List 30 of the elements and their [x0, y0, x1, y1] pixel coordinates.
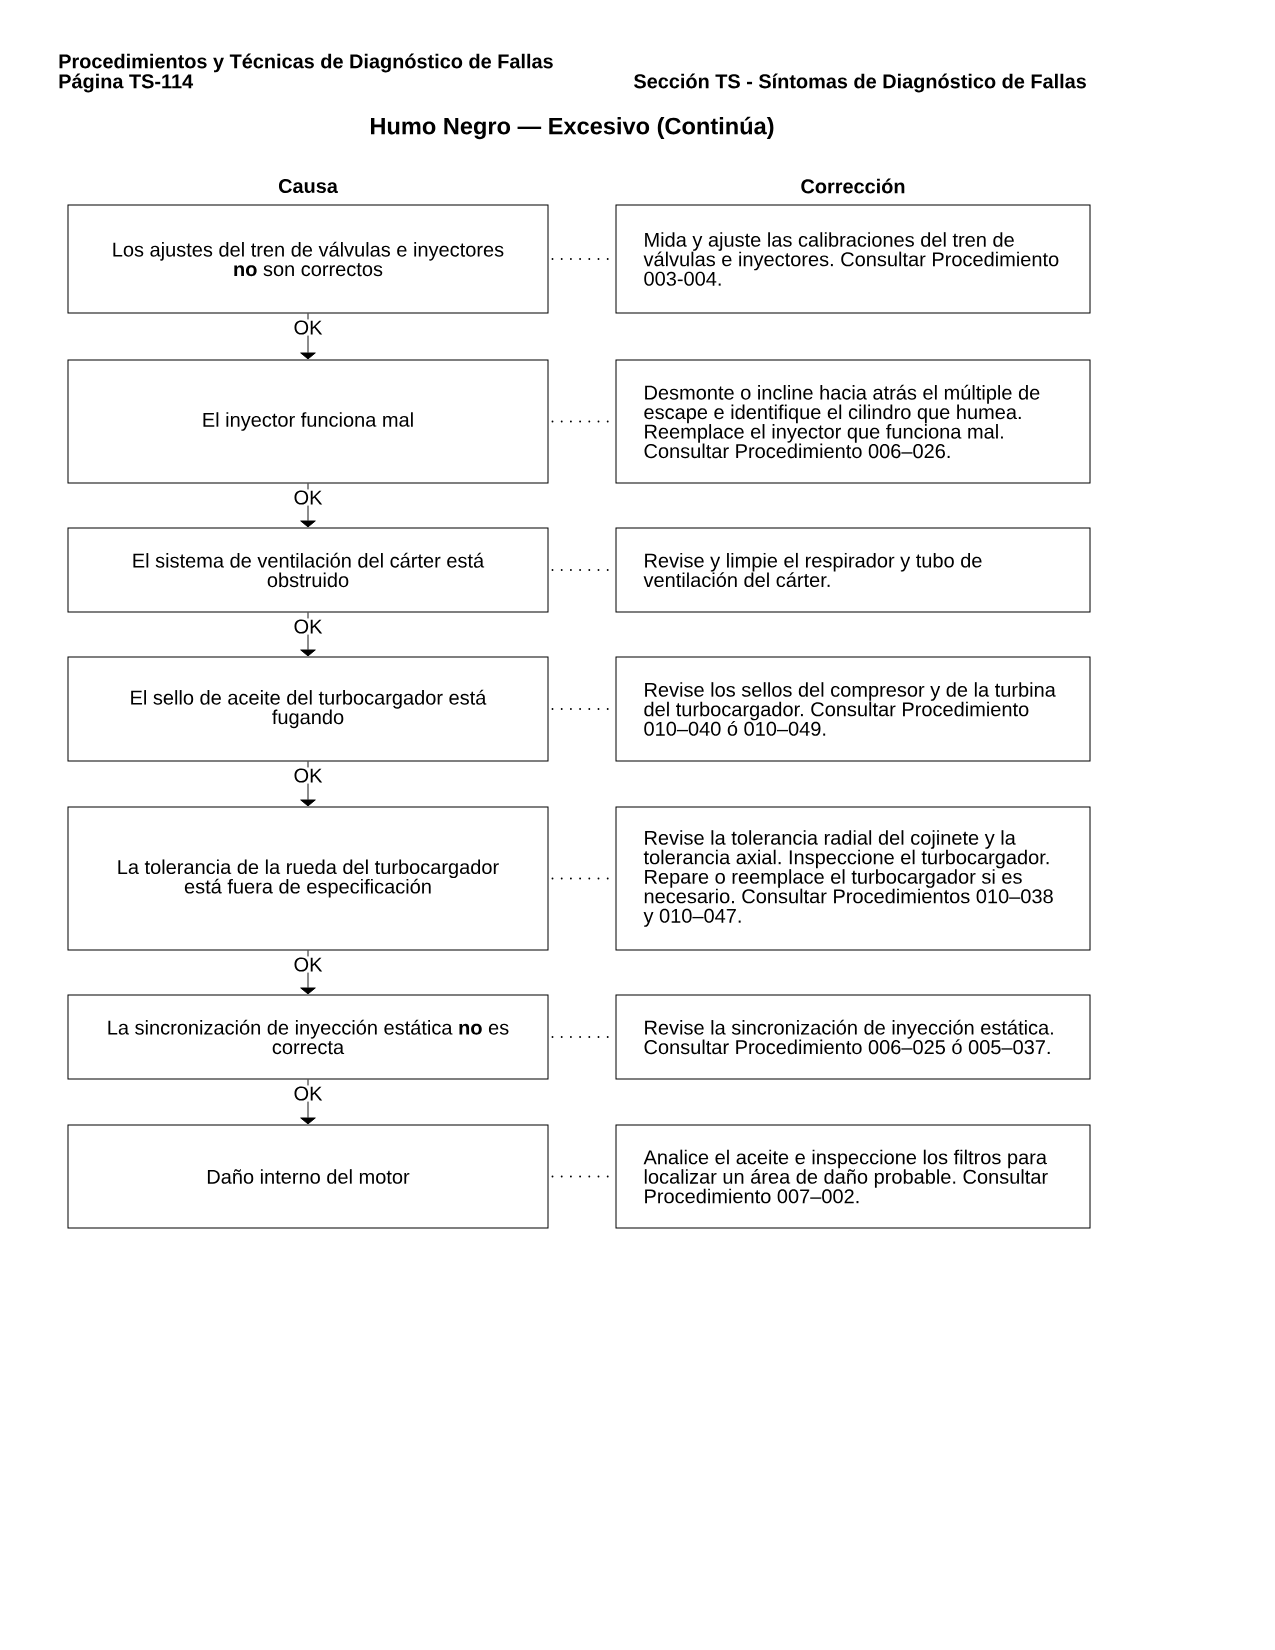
cause-box: El sello de aceite del turbocargador está fugando: [67, 656, 549, 762]
edge-label: OK: [292, 1085, 324, 1102]
edge-label: OK: [292, 489, 324, 506]
edge-label: OK: [292, 767, 324, 784]
correction-box: Revise y limpie el respirador y tubo de ventilación del cárter.: [615, 527, 1091, 613]
correction-box: Analice el aceite e inspeccione los filtros para localizar un área de daño probable. Consultar Procedimiento 007–002.: [615, 1124, 1091, 1229]
edge-label: OK: [292, 956, 324, 973]
arrow: [300, 1079, 316, 1125]
arrow: [300, 313, 316, 360]
edge-label: OK: [292, 618, 324, 635]
arrow: [300, 612, 316, 657]
arrow: [300, 950, 316, 995]
correction-box: Revise los sellos del compresor y de la turbina del turbocargador. Consultar Procedimiento 010–040 ó 010–049.: [615, 656, 1091, 762]
cause-box: El inyector funciona mal: [67, 359, 549, 484]
correction-box: Revise la tolerancia radial del cojinete y la tolerancia axial. Inspeccione el turbocargador. Repare o reemplace el turbocargador si es necesario. Consultar Procedimientos 010–038 y 010–047.: [615, 806, 1091, 951]
correction-box: Desmonte o incline hacia atrás el múltiple de escape e identifique el cilindro que humea. Reemplace el inyector que funciona mal. Consultar Procedimiento 006–026.: [615, 359, 1091, 484]
edge-label: OK: [292, 319, 324, 336]
title: Humo Negro — Excesivo (Continúa): [371, 116, 774, 140]
correction-box: Mida y ajuste las calibraciones del tren de válvulas e inyectores. Consultar Procedimiento 003-004.: [615, 204, 1091, 314]
cause-box: El sistema de ventilación del cárter está obstruido: [67, 527, 549, 613]
cause-box: Daño interno del motor: [67, 1124, 549, 1229]
arrow: [300, 483, 316, 528]
header-text: Procedimientos y Técnicas de Diagnóstico de Fallas: [59, 53, 553, 73]
header-text: Página TS-114: [59, 73, 194, 93]
cause-box: La tolerancia de la rueda del turbocargador está fuera de especificación: [67, 806, 549, 951]
header-text: Sección TS - Síntomas de Diagnóstico de Fallas: [634, 73, 1086, 93]
correction-box: Revise la sincronización de inyección estática. Consultar Procedimiento 006–025 ó 005–037.: [615, 994, 1091, 1080]
cause-box: Los ajustes del tren de válvulas e inyectores no son correctos: [67, 204, 549, 314]
cause-box: La sincronización de inyección estática no es correcta: [67, 994, 549, 1080]
arrow: [300, 761, 316, 807]
